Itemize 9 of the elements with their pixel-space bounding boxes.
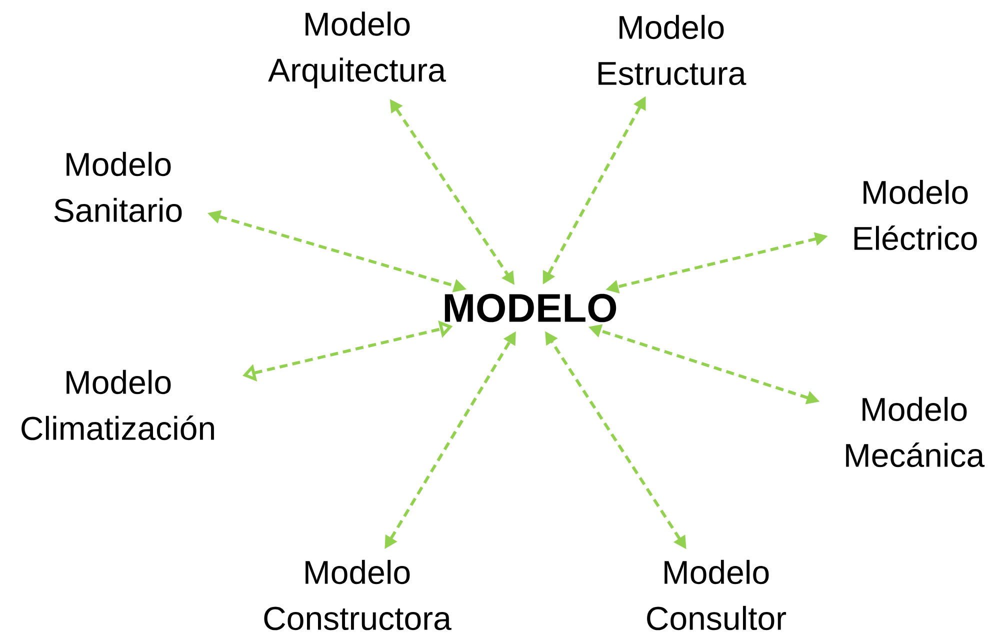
model-label: Modelo Eléctrico — [854, 180, 977, 250]
model-label: Modelo Sanitario — [54, 152, 182, 222]
model-label: Modelo Climatización — [22, 370, 214, 440]
model-label: Modelo Consultor — [647, 560, 786, 630]
model-label: Modelo Constructora — [264, 560, 452, 630]
model-label: Modelo Mecánica — [846, 396, 985, 468]
center-label: MODELO — [444, 294, 616, 322]
model-label: Modelo Arquitectura — [268, 12, 446, 88]
model-label: Modelo Estructura — [598, 14, 746, 86]
